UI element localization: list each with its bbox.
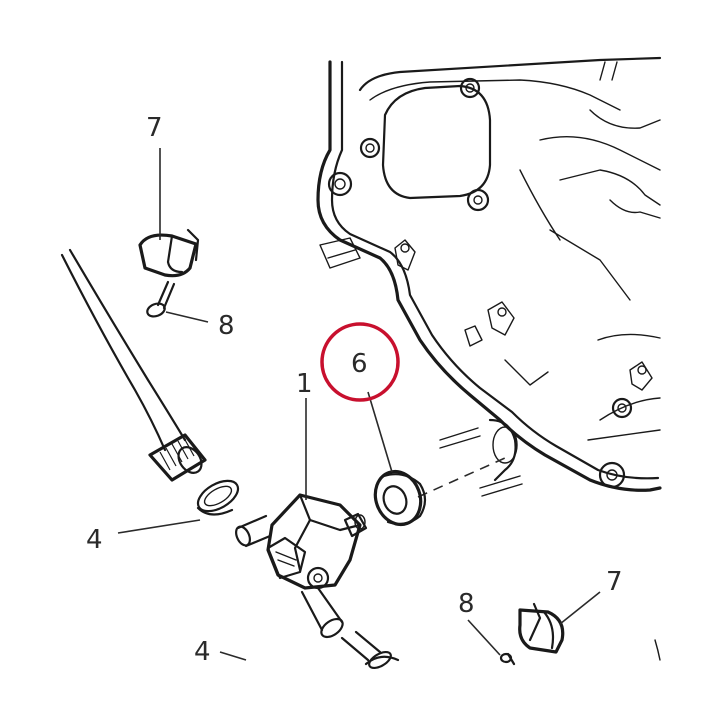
hose xyxy=(60,248,207,482)
callout-4-upper: 4 xyxy=(86,525,103,555)
bolt-part-8-upper xyxy=(146,280,176,318)
callout-4-lower: 4 xyxy=(194,637,211,667)
callout-6: 6 xyxy=(351,349,368,379)
clip-part-7-upper xyxy=(138,228,200,278)
callout-labels: 7 8 1 6 4 4 8 7 xyxy=(86,113,623,667)
clamp-part-4-lower xyxy=(364,655,400,666)
assembly-axis xyxy=(417,457,506,498)
clip-part-7-lower xyxy=(518,602,565,654)
callout-7-lower: 7 xyxy=(606,567,623,597)
bolt-part-8-lower xyxy=(499,652,516,666)
leader-lines xyxy=(117,148,601,661)
callout-7-upper: 7 xyxy=(146,113,163,143)
highlight-circle xyxy=(320,322,400,402)
clamp-part-4-upper xyxy=(196,479,240,516)
callout-8-lower: 8 xyxy=(458,589,475,619)
seal-ring-part-6 xyxy=(373,469,427,527)
callout-8-upper: 8 xyxy=(218,311,235,341)
valve-body-part-1 xyxy=(235,493,392,670)
callout-1: 1 xyxy=(296,369,313,399)
engine-housing xyxy=(316,56,662,661)
